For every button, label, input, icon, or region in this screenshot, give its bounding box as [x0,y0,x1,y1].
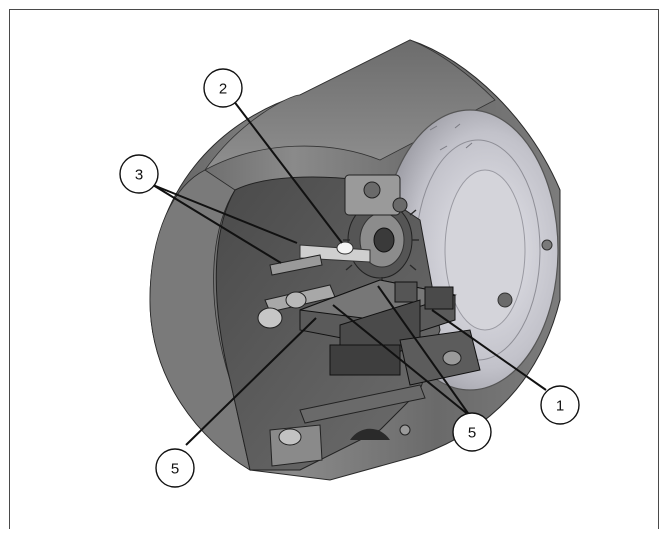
leader-2 [232,99,343,244]
leader-5b [377,285,471,417]
callout-3: 3 [119,154,159,194]
leader-1 [431,309,547,391]
slide-block [299,279,457,376]
leader-3a [152,184,298,244]
callout-1: 1 [540,385,580,425]
figure-frame [9,9,659,529]
callout-5-left-label: 5 [171,461,179,478]
leader-lines [152,99,547,446]
leader-3b [152,184,282,264]
callout-5-right-label: 5 [468,425,476,442]
left-rods [257,254,336,329]
callout-2: 2 [203,68,243,108]
callout-2-label: 2 [219,81,227,98]
leader-5a [185,317,317,446]
leader-5b-2 [332,304,471,417]
callout-5-right: 5 [452,412,492,452]
housing-side [149,169,251,471]
callout-5-left: 5 [155,448,195,488]
callout-1-label: 1 [556,398,564,415]
callout-3-label: 3 [135,167,143,184]
